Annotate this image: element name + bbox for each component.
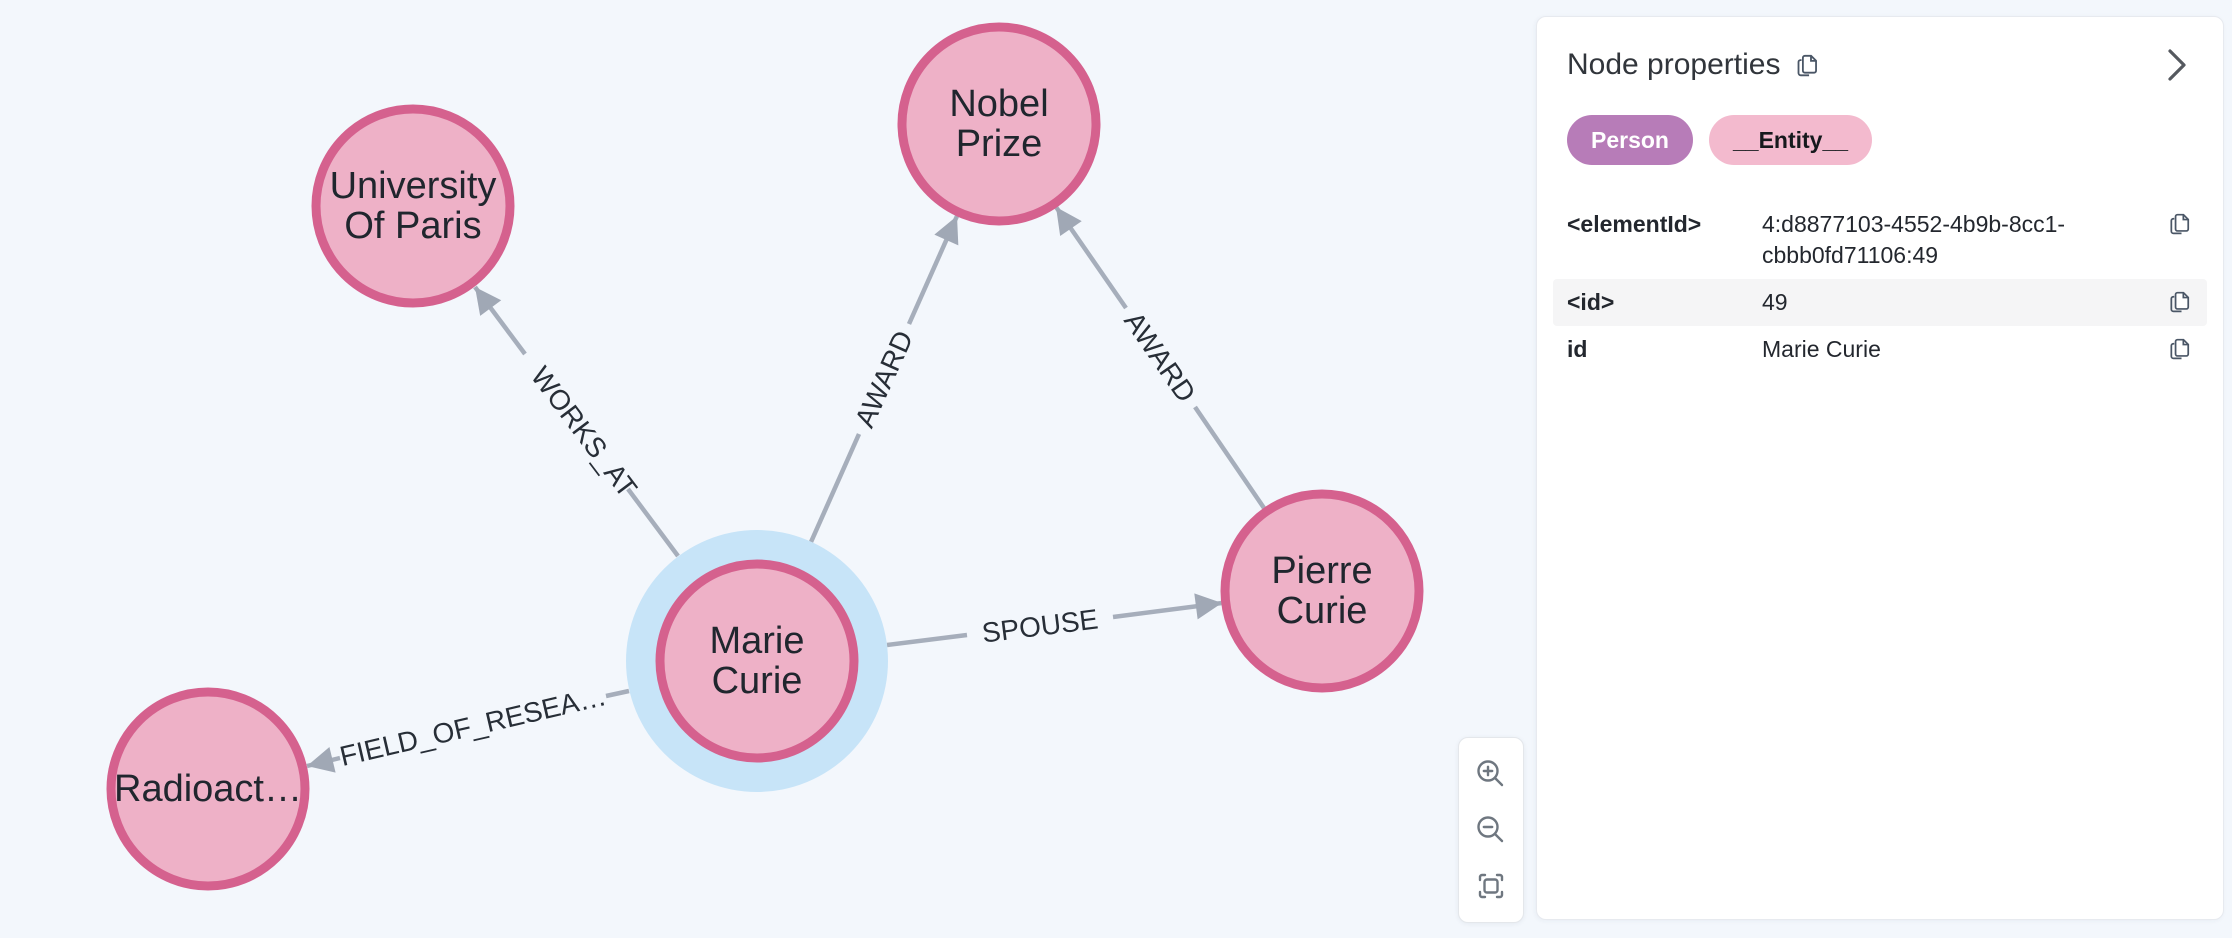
property-key: <id> — [1567, 289, 1615, 315]
node-label-badges: Person __Entity__ — [1567, 115, 2193, 165]
property-value: 49 — [1762, 289, 1788, 315]
panel-header: Node properties — [1567, 45, 2193, 85]
relationship-line-works-at[interactable] — [473, 285, 527, 356]
relationship-line-field-of-research[interactable] — [306, 747, 341, 773]
relationship-label-works-at[interactable]: WORKS_AT — [525, 361, 643, 503]
magnifier-minus-icon — [1477, 816, 1504, 843]
node-circle[interactable] — [655, 559, 859, 763]
collapse-panel-button[interactable] — [2165, 45, 2189, 85]
zoom-toolbar — [1458, 737, 1524, 923]
copy-property-button[interactable] — [2167, 336, 2193, 362]
relationship-line-award-marie[interactable] — [808, 433, 862, 543]
property-row-id-internal: <id> 49 — [1553, 279, 2207, 326]
copy-icon — [2170, 213, 2190, 235]
node-label-badge-person[interactable]: Person — [1567, 115, 1693, 165]
property-value: 4:d8877103-4552-4b9b-8cc1-cbbb0fd71106:4… — [1762, 211, 2066, 268]
node-properties-panel: Node properties Person __Entity__ <eleme… — [1536, 16, 2224, 920]
relationship-line-award-marie[interactable] — [906, 215, 960, 325]
node-circle[interactable] — [311, 104, 515, 308]
node-radioactivity[interactable]: Radioact… — [106, 687, 310, 891]
relationship-lines — [306, 205, 1266, 773]
copy-all-properties-button[interactable] — [1794, 52, 1821, 79]
property-row-elementid: <elementId> 4:d8877103-4552-4b9b-8cc1-cb… — [1553, 201, 2207, 279]
copy-icon — [2170, 338, 2190, 360]
node-circle[interactable] — [897, 22, 1101, 226]
copy-icon — [2170, 291, 2190, 313]
chevron-right-icon — [2168, 49, 2186, 81]
relationship-label-field-of-research[interactable]: FIELD_OF_RESEA… — [337, 680, 609, 772]
relationship-line-award-pierre[interactable] — [1193, 405, 1266, 510]
copy-property-button[interactable] — [2167, 211, 2193, 237]
properties-table: <elementId> 4:d8877103-4552-4b9b-8cc1-cb… — [1553, 201, 2207, 373]
property-key: <elementId> — [1567, 211, 1702, 237]
property-key: id — [1567, 336, 1588, 362]
zoom-out-button[interactable] — [1471, 810, 1511, 850]
panel-title: Node properties — [1567, 48, 1781, 81]
fit-to-screen-icon — [1478, 873, 1504, 899]
zoom-in-button[interactable] — [1471, 754, 1511, 794]
copy-property-button[interactable] — [2167, 289, 2193, 315]
node-circle[interactable] — [106, 687, 310, 891]
relationship-line-spouse[interactable] — [1112, 593, 1223, 620]
node-label: Radioact… — [114, 768, 302, 810]
relationship-line-works-at[interactable] — [626, 487, 680, 558]
zoom-to-fit-button[interactable] — [1471, 866, 1511, 906]
relationship-label-award-pierre[interactable]: AWARD — [1118, 306, 1202, 408]
relationship-line-spouse[interactable] — [886, 632, 968, 648]
relationship-label-award-marie[interactable]: AWARD — [849, 326, 919, 432]
magnifier-plus-icon — [1477, 760, 1504, 787]
relationship-line-award-pierre[interactable] — [1054, 205, 1128, 310]
copy-icon — [1798, 54, 1818, 76]
relationship-line-field-of-research[interactable] — [605, 688, 630, 699]
property-value: Marie Curie — [1762, 336, 1881, 362]
relationship-label-spouse[interactable]: SPOUSE — [980, 603, 1100, 648]
node-label-badge-entity[interactable]: __Entity__ — [1708, 115, 1873, 165]
property-row-id: id Marie Curie — [1553, 326, 2207, 373]
node-circle[interactable] — [1220, 489, 1424, 693]
